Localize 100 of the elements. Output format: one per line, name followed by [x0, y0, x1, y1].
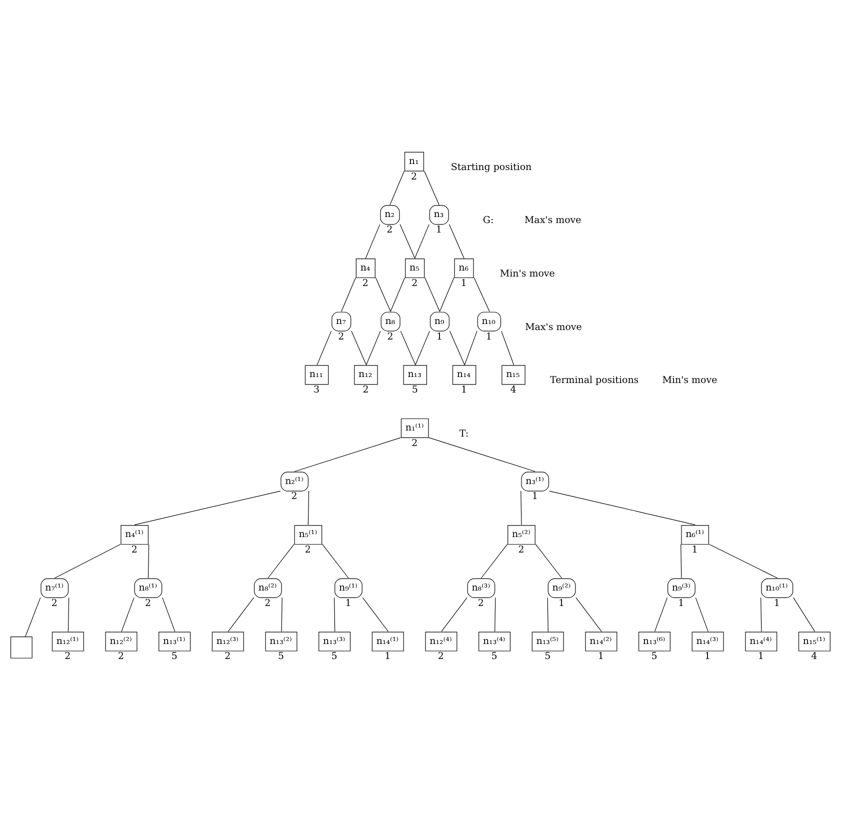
- connector: [375, 277, 391, 312]
- connector: [793, 597, 816, 632]
- connector: [362, 597, 388, 632]
- node-label: 1: [692, 544, 698, 556]
- node-box: n₉⁽²⁾: [548, 578, 576, 598]
- node-box: n₁₀: [477, 312, 502, 332]
- node-label: 2: [518, 544, 524, 556]
- node-box: n₅: [405, 258, 425, 278]
- node-label: 1: [384, 651, 391, 662]
- node-box: n₂⁽¹⁾: [280, 472, 308, 492]
- connector: [322, 544, 349, 578]
- node-box: n₄: [356, 258, 376, 278]
- node-box: n₃⁽¹⁾: [521, 472, 550, 492]
- node-label: 2: [131, 544, 138, 556]
- connector: [576, 597, 602, 632]
- connector: [424, 170, 440, 206]
- node-box: n₁₀⁽¹⁾: [761, 578, 794, 598]
- connector: [390, 170, 404, 206]
- node-box: n₈⁽¹⁾: [134, 578, 162, 598]
- connector: [760, 597, 762, 632]
- connector: [450, 330, 465, 366]
- node-label: 2: [412, 278, 418, 289]
- node-label: 5: [651, 651, 658, 662]
- node-label: 2: [291, 491, 298, 502]
- node-label: 5: [331, 651, 338, 662]
- node-label: 1: [461, 384, 468, 396]
- node-label: 2: [64, 651, 71, 662]
- node-label: 2: [338, 331, 344, 342]
- node-box: n₅⁽¹⁾: [294, 525, 322, 545]
- node-box: n₁₃⁽¹⁾: [158, 632, 191, 652]
- connector: [341, 277, 356, 312]
- node-box: n₁₁: [304, 365, 329, 385]
- node-box: n₁₂⁽¹⁾: [52, 632, 84, 652]
- connector: [121, 597, 134, 632]
- connector: [316, 330, 332, 366]
- label: Min's move: [662, 375, 718, 386]
- connector: [494, 597, 496, 632]
- node-label: 2: [224, 651, 231, 662]
- connector: [441, 597, 468, 632]
- node-box: n₉⁽¹⁾: [334, 578, 362, 598]
- node-label: 2: [410, 171, 418, 182]
- node-box: n₉⁽³⁾: [668, 578, 696, 598]
- connector: [480, 544, 508, 578]
- node-label: 5: [491, 651, 498, 662]
- connector: [501, 330, 514, 366]
- node-label: 5: [278, 651, 284, 662]
- node-box: n₁₄⁽²⁾: [585, 632, 618, 652]
- connector: [464, 330, 478, 366]
- connector: [520, 490, 522, 526]
- connector: [474, 277, 490, 312]
- label: Terminal positions: [550, 375, 639, 386]
- node-box: n₁₄: [452, 365, 476, 385]
- node-label: 4: [811, 651, 818, 662]
- node-label: 2: [387, 331, 394, 342]
- node-box: n₁₂: [354, 365, 378, 385]
- node-box: n₅⁽²⁾: [508, 525, 536, 545]
- connector: [549, 490, 696, 526]
- node-label: 1: [436, 331, 442, 342]
- node-box: n₁₃⁽³⁾: [318, 632, 351, 652]
- node-label: 2: [412, 438, 418, 449]
- node-box: n₁₃⁽⁴⁾: [478, 632, 511, 652]
- node-label: 5: [412, 384, 418, 396]
- node-label: 2: [386, 224, 393, 236]
- node-box: n₁₃⁽⁶⁾: [638, 632, 670, 652]
- node-label: 3: [314, 384, 320, 396]
- connector: [308, 490, 310, 526]
- label: Starting position: [450, 162, 532, 173]
- node-label: 2: [144, 598, 151, 609]
- node-label: 1: [678, 598, 684, 609]
- connector: [68, 597, 70, 632]
- node-box: n₁⁽¹⁾: [400, 418, 429, 438]
- node-label: 2: [51, 598, 58, 609]
- node-label: 1: [460, 278, 467, 289]
- node-label: 5: [544, 651, 551, 662]
- connector: [390, 277, 406, 312]
- node-label: 2: [118, 651, 124, 662]
- connector: [334, 597, 336, 632]
- node-label: 1: [704, 651, 711, 662]
- node-box: n₇⁽¹⁾: [40, 578, 69, 598]
- node-label: 1: [532, 491, 538, 502]
- label: Min's move: [500, 268, 555, 280]
- connector: [134, 490, 281, 526]
- connector: [535, 544, 562, 578]
- node-label: 1: [774, 598, 780, 609]
- node-label: 2: [362, 384, 369, 396]
- label: G:: [482, 215, 494, 226]
- connector: [366, 330, 381, 366]
- connector: [281, 597, 282, 632]
- node-box: n₁₂⁽³⁾: [212, 632, 244, 652]
- node-box: n₁₂⁽⁴⁾: [425, 632, 458, 652]
- node-box: n₁: [404, 152, 424, 172]
- node-box: n₈⁽³⁾: [467, 578, 496, 598]
- node-box: [10, 636, 32, 658]
- node-box: n₆⁽¹⁾: [681, 525, 709, 545]
- node-box: n₁₄⁽¹⁾: [372, 632, 404, 652]
- node-label: 1: [436, 224, 442, 236]
- connector: [414, 224, 430, 258]
- connector: [148, 544, 150, 578]
- connector: [424, 277, 440, 312]
- node-label: 2: [438, 651, 444, 662]
